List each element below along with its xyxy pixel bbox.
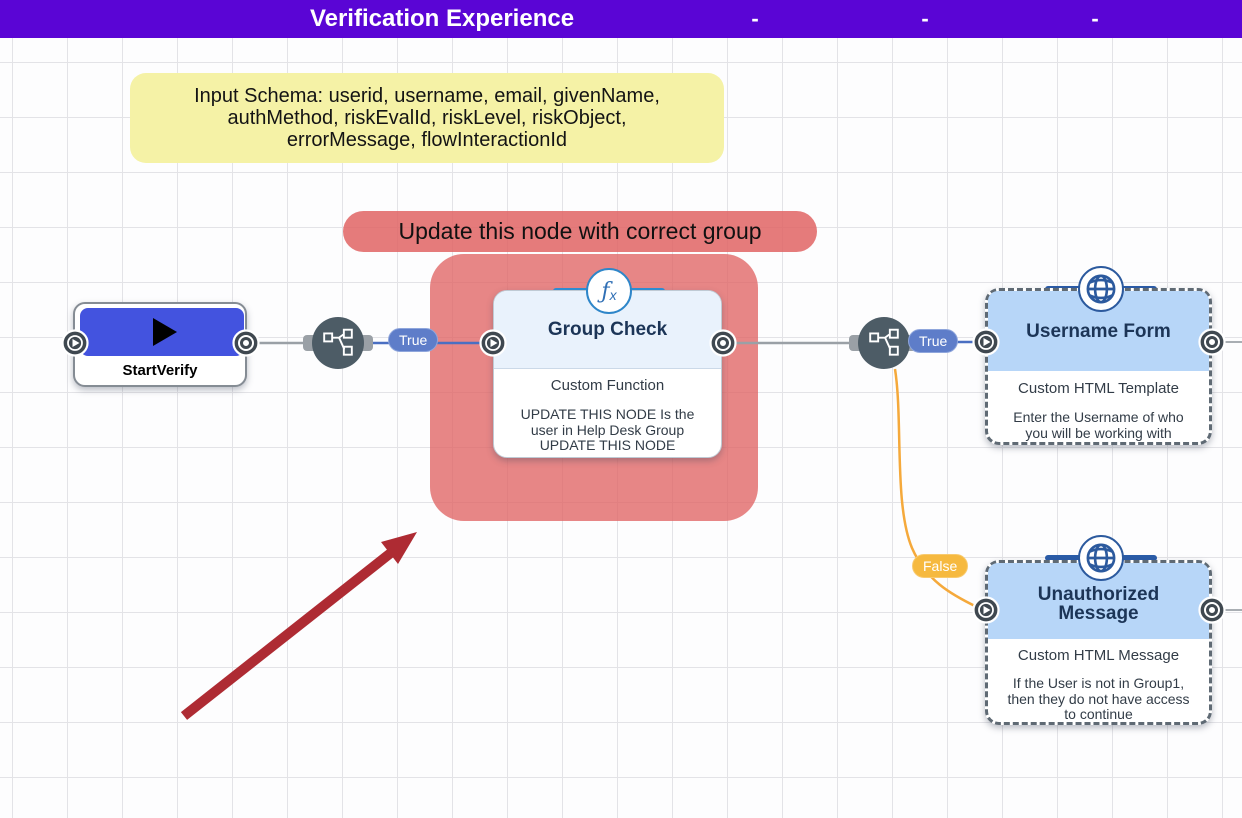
note-line: Input Schema: userid, username, email, g… xyxy=(194,85,660,107)
node-group-check[interactable]: Group Check Custom Function UPDATE THIS … xyxy=(493,290,722,458)
output-port-username-form[interactable] xyxy=(1197,327,1227,357)
node-start-verify[interactable]: StartVerify xyxy=(73,302,247,387)
header-dash-1: - xyxy=(751,6,759,31)
node-body: Custom HTML Message If the User is not i… xyxy=(988,639,1209,723)
node-subtitle: Custom Function xyxy=(550,377,665,394)
output-port-group-check[interactable] xyxy=(708,328,738,358)
start-node-panel xyxy=(80,308,244,356)
edge-label-true-2[interactable]: True xyxy=(908,329,959,353)
node-subtitle: Custom HTML Message xyxy=(1017,647,1180,664)
input-port-username-form[interactable] xyxy=(971,327,1001,357)
node-title: Username Form xyxy=(1026,321,1171,342)
globe-icon xyxy=(1078,535,1124,581)
annotation-arrow xyxy=(180,532,417,720)
page-title: Verification Experience xyxy=(309,5,575,32)
node-title: Unauthorized Message xyxy=(1037,584,1160,624)
node-description: Enter the Username of who you will be wo… xyxy=(1013,409,1184,441)
branch-icon xyxy=(869,328,899,356)
header-dash-2: - xyxy=(921,6,929,31)
note-line: authMethod, riskEvalId, riskLevel, riskO… xyxy=(227,107,627,129)
node-description: If the User is not in Group1, then they … xyxy=(1007,675,1190,722)
input-port-group-check[interactable] xyxy=(478,328,508,358)
connector-node-2[interactable] xyxy=(849,317,919,369)
node-subtitle: Custom HTML Template xyxy=(1018,380,1179,397)
node-title: StartVerify xyxy=(122,362,198,379)
output-port-unauthorized[interactable] xyxy=(1197,595,1227,625)
node-body: Custom HTML Template Enter the Username … xyxy=(988,371,1209,441)
edge-label-false[interactable]: False xyxy=(912,554,969,578)
annotation-text: Update this node with correct group xyxy=(398,218,762,244)
input-port-unauthorized[interactable] xyxy=(971,595,1001,625)
play-icon xyxy=(153,318,177,346)
edge-label-true-1[interactable]: True xyxy=(388,328,439,352)
branch-icon xyxy=(323,328,353,356)
connector-node-1[interactable] xyxy=(303,317,373,369)
header-bar: Verification Experience - - - xyxy=(0,0,1242,38)
input-schema-note[interactable]: Input Schema: userid, username, email, g… xyxy=(130,73,724,163)
note-line: errorMessage, flowInteractionId xyxy=(286,129,568,151)
output-port-start-verify[interactable] xyxy=(231,328,261,358)
node-username-form[interactable]: Username Form Custom HTML Template Enter… xyxy=(985,288,1212,445)
node-description: UPDATE THIS NODE Is the user in Help Des… xyxy=(520,406,695,453)
node-unauthorized-message[interactable]: Unauthorized Message Custom HTML Message… xyxy=(985,560,1212,725)
header-dash-3: - xyxy=(1091,6,1099,31)
input-port-start-verify[interactable] xyxy=(60,328,90,358)
globe-icon xyxy=(1078,266,1124,312)
annotation-pill[interactable]: Update this node with correct group xyxy=(343,211,817,252)
node-title: Group Check xyxy=(547,319,668,340)
node-body: Custom Function UPDATE THIS NODE Is the … xyxy=(494,369,721,454)
